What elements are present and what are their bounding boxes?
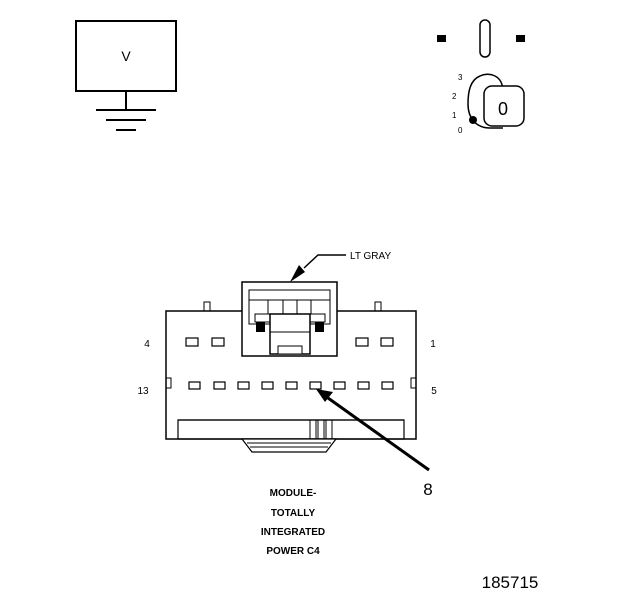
cavity — [355, 337, 369, 347]
ground-icon — [96, 109, 156, 131]
side-notch-left — [165, 377, 172, 389]
cavity-row-1 — [185, 337, 394, 347]
cavity — [285, 381, 298, 390]
cavity — [188, 381, 201, 390]
voltmeter-label: V — [121, 48, 131, 64]
key-symbol: 0 — [498, 99, 508, 119]
callout-pin-label: 8 — [423, 480, 432, 499]
key-marker-left — [437, 35, 446, 42]
pin-8-callout — [316, 389, 430, 472]
top-tab-left — [203, 301, 211, 312]
color-callout: LT GRAY — [290, 251, 391, 282]
connector-color-label: LT GRAY — [350, 251, 391, 262]
connector-name-line-4: POWER C4 — [266, 546, 320, 557]
cavity-pin-8 — [309, 381, 322, 390]
pin-label-1: 1 — [430, 339, 436, 350]
cavity — [213, 381, 226, 390]
key-position-0: 0 — [458, 126, 463, 135]
key-slot-icon — [479, 19, 491, 58]
connector-name-line-1: MODULE- — [270, 488, 317, 499]
connector-key-foot — [240, 438, 338, 453]
key-position-2: 2 — [452, 92, 457, 101]
cavity — [237, 381, 250, 390]
cavity — [261, 381, 274, 390]
key-marker-right — [516, 35, 525, 42]
key-position-1: 1 — [452, 111, 457, 120]
connector-body — [165, 281, 417, 453]
callout-line — [327, 396, 430, 472]
connector-name: MODULE- TOTALLY INTEGRATED POWER C4 — [261, 488, 325, 557]
connector-latch — [241, 281, 338, 357]
pin-label-4: 4 — [144, 339, 150, 350]
pin-label-13: 13 — [137, 386, 149, 397]
pin-label-5: 5 — [431, 386, 437, 397]
figure-number: 185715 — [482, 573, 539, 592]
connector-name-line-3: INTEGRATED — [261, 527, 325, 538]
cavity — [357, 381, 370, 390]
key-position-3: 3 — [458, 73, 463, 82]
cavity — [185, 337, 199, 347]
side-notch-right — [410, 377, 417, 389]
ignition-switch-icon — [467, 73, 525, 129]
connector-name-line-2: TOTALLY — [271, 508, 316, 519]
ignition-key-symbol: 3 2 1 0 0 — [437, 19, 525, 135]
callout-arrowhead — [290, 265, 305, 282]
callout-arrowhead — [316, 389, 333, 402]
cavity — [211, 337, 225, 347]
top-tab-right — [374, 301, 382, 312]
cavity — [380, 337, 394, 347]
cavity — [333, 381, 346, 390]
cavity-row-2 — [188, 381, 394, 390]
cavity — [381, 381, 394, 390]
voltmeter-symbol: V — [75, 20, 177, 131]
